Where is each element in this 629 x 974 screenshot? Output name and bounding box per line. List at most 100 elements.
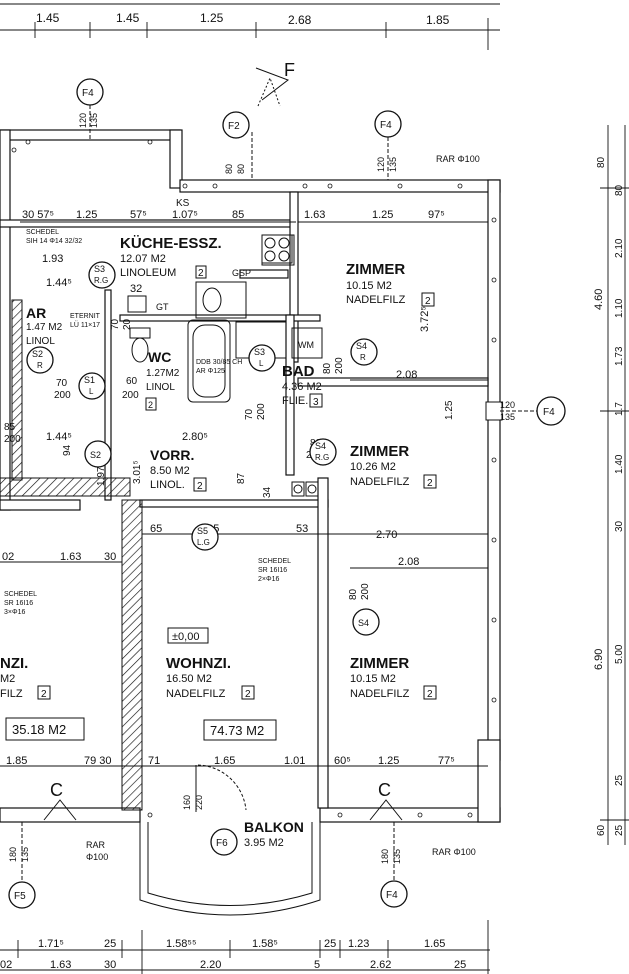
top-dim-3: 1.25 xyxy=(200,11,224,25)
room-area-balkon: 3.95 M2 xyxy=(244,837,284,849)
axis-f: F xyxy=(284,60,295,80)
top-dim-1: 1.45 xyxy=(36,11,60,25)
bottom-dim-3: 1.58⁵⁵ xyxy=(166,938,197,950)
dim-kh3: 32 xyxy=(130,283,142,295)
eternit-label: ETERNIT xyxy=(70,313,101,320)
room-name-zimmer-2: ZIMMER xyxy=(350,443,409,460)
dim-o1: 1.85 xyxy=(6,755,27,767)
dim-w5: 200 xyxy=(122,390,139,401)
grid-markers: F F4 120 135 F2 80 80 F4 120 135 F4 120 … xyxy=(8,60,566,909)
room-name-zimmer-3: ZIMMER xyxy=(350,655,409,672)
room-code-zimmer-3: 2 xyxy=(427,689,433,700)
top-dim-2: 1.45 xyxy=(116,11,140,25)
dim-k8: 97⁵ xyxy=(428,209,445,221)
rar-label-bottom-left-2: Φ100 xyxy=(86,852,108,862)
dim-k6: 1.63 xyxy=(304,209,325,221)
rar-label-bottom-left: RAR xyxy=(86,840,106,850)
dim-r3: 53 xyxy=(296,523,308,535)
dim-r5: 2.08 xyxy=(398,556,419,568)
right-dim-inner-3: 2.10 xyxy=(614,238,625,258)
top-dimension-chain: 1.45 1.45 1.25 2.68 1.85 xyxy=(0,3,500,50)
right-dimension-chain: 4.60 6.90 80 80 2.10 1.10 1.73 1.7 1.40 … xyxy=(593,125,629,845)
right-dim-inner-2: 80 xyxy=(614,184,625,196)
right-dim-inner-7: 1.40 xyxy=(614,454,625,474)
dim-kh1: 1.93 xyxy=(42,253,63,265)
room-wc: WC 1.27M2 LINOL 2 xyxy=(145,349,180,411)
room-code-wohnzi: 2 xyxy=(245,689,251,700)
axis-s2a: S2 xyxy=(32,349,43,359)
room-area-zimmer-2: 10.26 M2 xyxy=(350,461,396,473)
dim-r4: 2.70 xyxy=(376,529,397,541)
dim-a5: 1.97 xyxy=(96,466,107,486)
dim-z1h: 3.72⁵ xyxy=(419,306,431,332)
axis-s3: S3 xyxy=(94,264,105,274)
ks-label: KS xyxy=(176,198,190,209)
right-dim-inner-6: 1.7 xyxy=(614,402,625,416)
room-floor-wohnzi: NADELFILZ xyxy=(166,688,226,700)
schedel-top: SCHEDEL xyxy=(26,229,59,236)
room-floor-kueche: LINOLEUM xyxy=(120,267,176,279)
dim-v4: 34 xyxy=(262,486,273,498)
axis-s3b: S3 xyxy=(254,347,265,357)
dim-b2: 200 xyxy=(256,403,267,420)
dim-o6: 60⁵ xyxy=(334,755,351,767)
dim-f2b: 80 xyxy=(236,164,246,174)
room-area-wohnzi: 16.50 M2 xyxy=(166,673,212,685)
axis-f4-right: F4 xyxy=(543,407,555,418)
dim-f2a: 80 xyxy=(224,164,234,174)
schedel-left-3: 3×Φ16 xyxy=(4,609,25,616)
dim-l3: 30 xyxy=(104,551,116,563)
room-name-balkon: BALKON xyxy=(244,819,304,835)
dim-kh2: 1.44⁵ xyxy=(46,277,72,289)
dim-o3: 71 xyxy=(148,755,160,767)
room-area-wc: 1.27M2 xyxy=(146,368,180,379)
room-area-ar: 1.47 M2 xyxy=(26,322,63,333)
right-dim-inner-1: 80 xyxy=(596,156,607,168)
room-wohnzi: ±0,00 WOHNZI. 16.50 M2 NADELFILZ 2 74.73… xyxy=(166,627,277,741)
axis-s4-sub: R xyxy=(360,353,366,362)
room-wohnzi-left: NZI. M2 FILZ 2 35.18 M2 xyxy=(0,655,85,741)
bottom-dim-6: 1.23 xyxy=(348,938,369,950)
room-vorr: VORR. 8.50 M2 LINOL. 2 xyxy=(150,447,207,492)
axis-s4b-sub: R.G xyxy=(315,453,329,462)
room-code-vorr: 2 xyxy=(197,481,203,492)
dim-a4: 94 xyxy=(62,444,73,456)
section-c-left: C xyxy=(50,780,63,800)
dim-v3: 87 xyxy=(236,472,247,484)
dim-l1: 02 xyxy=(2,551,14,563)
room-code-zimmer-2: 2 xyxy=(427,478,433,489)
room-bad: BAD 4.36 M2 FLIE. 3 xyxy=(282,363,323,408)
room-code-kueche: 2 xyxy=(198,268,204,279)
bottom-dim-2-3: 30 xyxy=(104,959,116,971)
dim-ar85: 85 xyxy=(4,422,16,433)
room-floor-wc: LINOL xyxy=(146,382,175,393)
bottom-dim-2-4: 2.20 xyxy=(200,959,221,971)
dim-k1: 30 57⁵ xyxy=(22,209,54,221)
schedel-top-2: SIH 14 Φ14 32/32 xyxy=(26,238,82,245)
dim-f5a: 180 xyxy=(8,847,18,862)
right-dim-inner-5: 1.73 xyxy=(614,346,625,366)
room-name-wohnzi-left: NZI. xyxy=(0,655,28,672)
room-floor-wohnzi-left: FILZ xyxy=(0,688,23,700)
bottom-dimension-chain: 1.71⁵ 25 1.58⁵⁵ 1.58⁵ 25 1.23 1.65 02 1.… xyxy=(0,920,490,974)
axis-s3b-sub: L xyxy=(259,359,264,368)
room-floor-zimmer-3: NADELFILZ xyxy=(350,688,410,700)
ddb-label: DDB 30/85 CH xyxy=(196,359,242,366)
dim-f4ra: 120 xyxy=(500,400,515,410)
dim-o4: 1.65 xyxy=(214,755,235,767)
dim-o8: 77⁵ xyxy=(438,755,455,767)
dim-k3: 57⁵ xyxy=(130,209,147,221)
bottom-dim-2-7: 25 xyxy=(454,959,466,971)
dim-w1: 70 xyxy=(110,318,121,330)
room-name-bad: BAD xyxy=(282,363,315,380)
gsp-label: GSP xyxy=(232,268,251,278)
eternit-label-2: LÜ 11×17 xyxy=(70,321,100,329)
room-name-kueche: KÜCHE-ESSZ. xyxy=(120,235,222,252)
dim-f4a: 120 xyxy=(78,113,88,128)
dim-a6: 3.01⁵ xyxy=(132,460,143,484)
room-area-wohnzi-left: M2 xyxy=(0,673,15,685)
axis-s4c: S4 xyxy=(358,618,369,628)
dim-f4rb: 135 xyxy=(500,412,515,422)
dim-w3: 2.80⁵ xyxy=(182,431,208,443)
